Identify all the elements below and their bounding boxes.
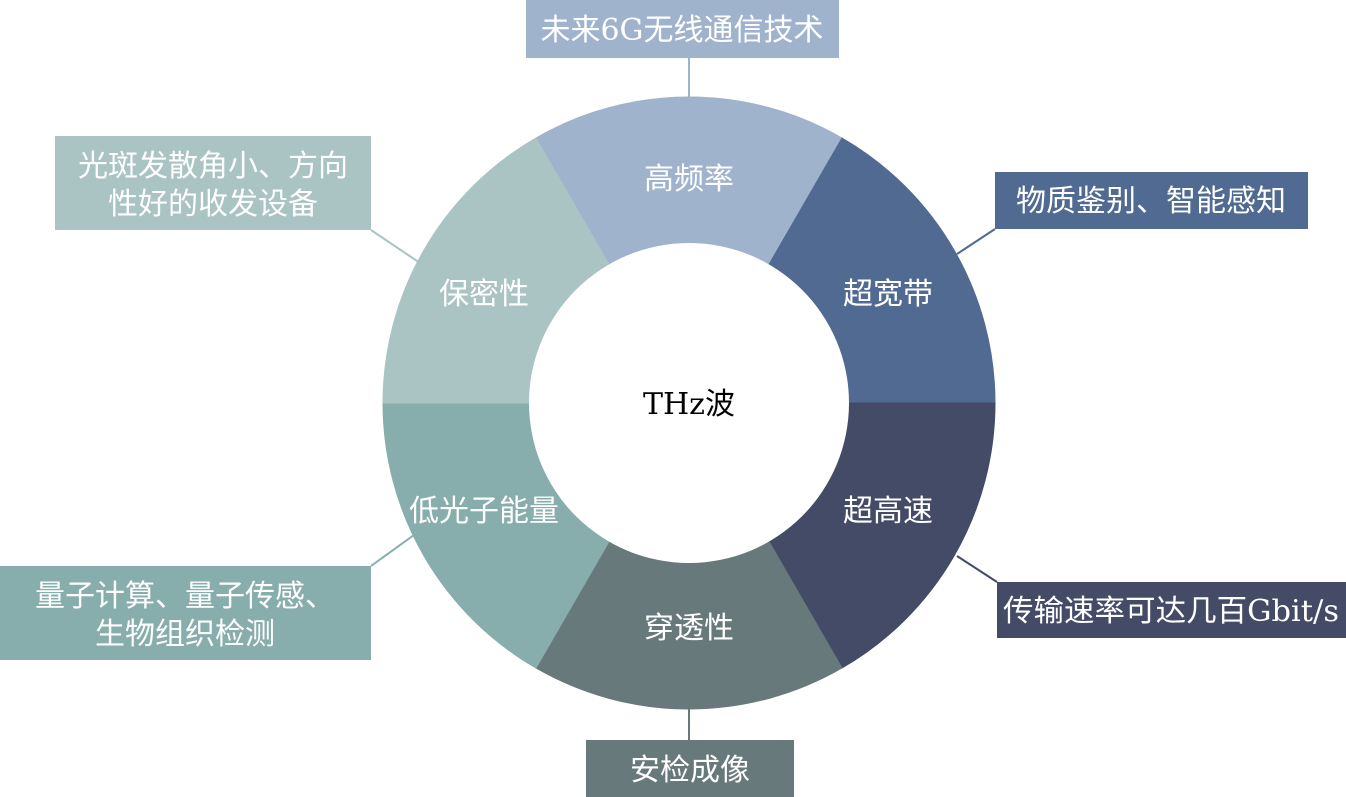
leader-line-low-photon-energy xyxy=(370,534,415,567)
callout-high-frequency: 未来6G无线通信技术 xyxy=(526,0,839,58)
segment-label-high-frequency: 高频率 xyxy=(644,162,734,197)
callout-text-penetration: 安检成像 xyxy=(630,753,750,788)
callout-box-high-frequency xyxy=(526,0,839,58)
callout-box-ultra-wideband xyxy=(995,172,1308,229)
segment-label-ultra-wideband: 超宽带 xyxy=(843,277,933,312)
callout-penetration: 安检成像 xyxy=(586,740,794,797)
callout-ultra-high-speed: 传输速率可达几百Gbit/s xyxy=(997,582,1346,638)
segment-label-confidentiality: 保密性 xyxy=(439,277,529,312)
callout-box-confidentiality xyxy=(55,136,371,230)
callout-box-ultra-high-speed xyxy=(997,582,1346,638)
callout-ultra-wideband: 物质鉴别、智能感知 xyxy=(995,172,1308,229)
center-circle xyxy=(529,243,849,563)
leader-line-confidentiality xyxy=(370,229,421,264)
callout-text-ultra-wideband: 物质鉴别、智能感知 xyxy=(1016,184,1286,219)
segment-label-penetration: 穿透性 xyxy=(644,611,734,646)
callout-text-confidentiality-line-2: 性好的收发设备 xyxy=(108,187,318,222)
leader-line-ultra-wideband xyxy=(956,228,996,255)
callout-low-photon-energy: 量子计算、量子传感、 生物组织检测 xyxy=(0,566,371,660)
leader-line-ultra-high-speed xyxy=(956,555,998,583)
callout-box-penetration xyxy=(586,740,794,797)
callout-text-high-frequency: 未来6G无线通信技术 xyxy=(540,13,823,48)
segment-label-low-photon-energy: 低光子能量 xyxy=(409,494,559,529)
callout-text-ultra-high-speed: 传输速率可达几百Gbit/s xyxy=(1003,594,1339,629)
callout-confidentiality: 光斑发散角小、方向 性好的收发设备 xyxy=(55,136,371,230)
callout-text-low-photon-energy-line-1: 量子计算、量子传感、 xyxy=(35,579,335,614)
callout-box-low-photon-energy xyxy=(0,566,371,660)
callout-text-confidentiality-line-1: 光斑发散角小、方向 xyxy=(78,149,348,184)
callout-text-low-photon-energy-line-2: 生物组织检测 xyxy=(95,617,275,652)
center-label: THz波 xyxy=(643,387,735,422)
segment-label-ultra-high-speed: 超高速 xyxy=(843,494,933,529)
